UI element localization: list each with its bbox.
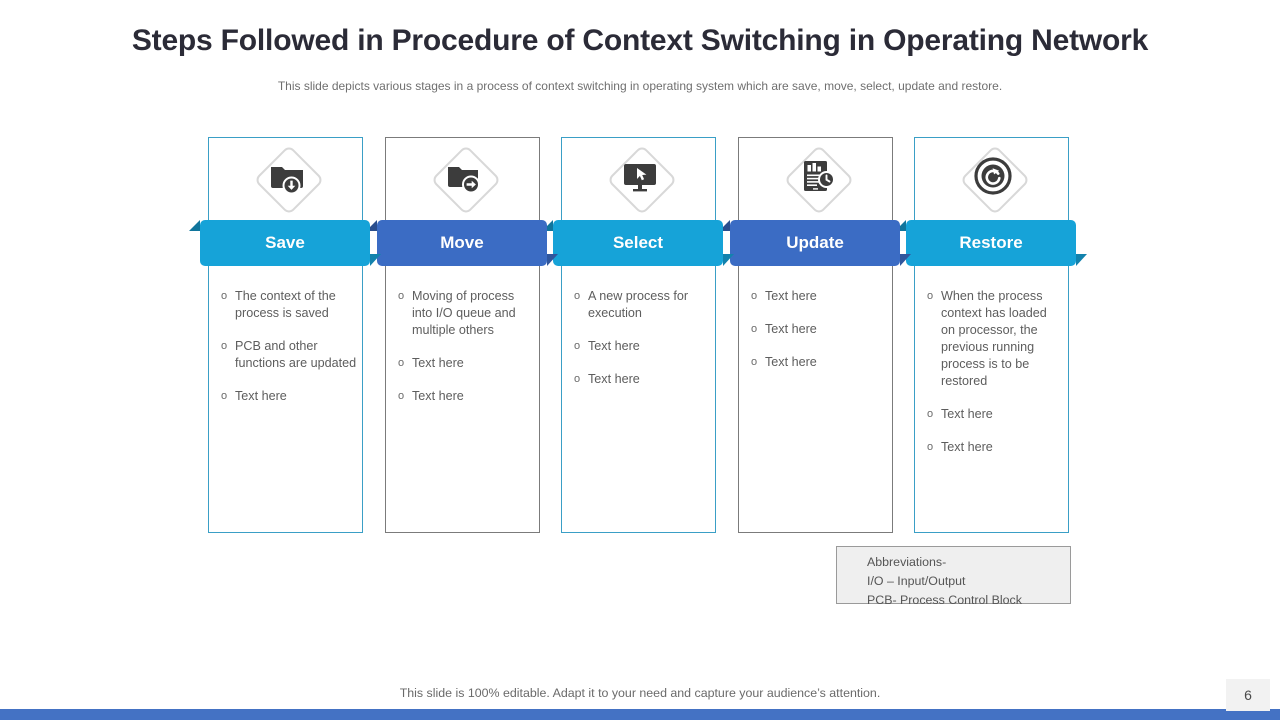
ribbon-tail-right <box>723 254 734 266</box>
bullet-item: o Moving of process into I/O queue and mu… <box>398 288 534 339</box>
bullet-marker-icon: o <box>751 323 758 335</box>
ribbon-label: Update <box>786 233 844 252</box>
diamond-frame <box>258 149 316 207</box>
bullet-item: o Text here <box>574 338 710 355</box>
ribbon-label: Select <box>612 233 664 252</box>
bullet-marker-icon: o <box>221 340 228 352</box>
bullet-text: Text here <box>588 339 640 353</box>
bullet-text: Text here <box>588 372 640 386</box>
bullet-text: Moving of process into I/O queue and mul… <box>412 289 516 337</box>
bullet-item: o Text here <box>398 388 534 405</box>
bullet-item: o Text here <box>574 371 710 388</box>
step-icon-area <box>386 138 541 218</box>
bullet-marker-icon: o <box>927 408 934 420</box>
ribbon-label: Move <box>440 233 484 252</box>
step-icon-area <box>739 138 894 218</box>
ribbon-label: Restore <box>959 233 1023 252</box>
folder-download-icon <box>267 156 307 201</box>
bullet-item: o The context of the process is saved <box>221 288 357 322</box>
step-ribbon-save[interactable]: Save <box>189 220 381 266</box>
bullet-text: Text here <box>412 356 464 370</box>
folder-arrow-right-icon <box>444 156 484 201</box>
bullet-marker-icon: o <box>927 290 934 302</box>
ribbon-tail-right <box>547 254 558 266</box>
bullet-text: Text here <box>235 389 287 403</box>
ribbon-tail-right <box>1076 254 1087 266</box>
bullet-item: o Text here <box>751 288 887 305</box>
bullet-text: Text here <box>765 322 817 336</box>
abbrev-heading: Abbreviations- <box>867 555 947 569</box>
abbrev-line-pcb: PCB- Process Control Block <box>867 593 1022 607</box>
ribbon-fold-left <box>719 220 730 231</box>
bullet-marker-icon: o <box>751 356 758 368</box>
step-ribbon-restore[interactable]: Restore <box>895 220 1087 266</box>
bullet-item: o When the process context has loaded on … <box>927 288 1063 390</box>
ribbon-fold-left <box>189 220 200 231</box>
step-ribbon-move[interactable]: Move <box>366 220 558 266</box>
bullet-text: The context of the process is saved <box>235 289 336 320</box>
bullet-marker-icon: o <box>398 357 405 369</box>
ribbon-fold-left <box>366 220 377 231</box>
bullet-item: o Text here <box>927 406 1063 423</box>
abbreviations-box: Abbreviations- I/O – Input/Output PCB- P… <box>836 546 1071 607</box>
step-bullet-list: o When the process context has loaded on … <box>927 288 1063 472</box>
bullet-item: o Text here <box>927 439 1063 456</box>
bullet-text: Text here <box>412 389 464 403</box>
bullet-marker-icon: o <box>574 340 581 352</box>
step-icon-area <box>915 138 1070 218</box>
bullet-text: Text here <box>941 440 993 454</box>
bullet-marker-icon: o <box>398 390 405 402</box>
bullet-text: When the process context has loaded on p… <box>941 289 1047 388</box>
ribbon-tail-right <box>370 254 381 266</box>
ribbon-label: Save <box>265 233 305 252</box>
page-subtitle: This slide depicts various stages in a p… <box>277 79 1003 93</box>
bullet-item: o PCB and other functions are updated <box>221 338 357 372</box>
ribbon-tail-right <box>900 254 911 266</box>
step-ribbon-select[interactable]: Select <box>542 220 734 266</box>
bullet-item: o Text here <box>221 388 357 405</box>
bullet-marker-icon: o <box>574 373 581 385</box>
footer-bar <box>0 709 1280 720</box>
ribbon-fold-left <box>895 220 906 231</box>
abbrev-line-io: I/O – Input/Output <box>867 574 966 588</box>
bullet-marker-icon: o <box>221 290 228 302</box>
step-icon-area <box>562 138 717 218</box>
diamond-frame <box>788 149 846 207</box>
bullet-marker-icon: o <box>221 390 228 402</box>
bullet-marker-icon: o <box>927 441 934 453</box>
diamond-frame <box>611 149 669 207</box>
bullet-item: o Text here <box>751 354 887 371</box>
bullet-item: o Text here <box>751 321 887 338</box>
monitor-cursor-icon <box>620 156 660 201</box>
diamond-frame <box>435 149 493 207</box>
bullet-text: PCB and other functions are updated <box>235 339 357 370</box>
step-ribbon-update[interactable]: Update <box>719 220 911 266</box>
bullet-text: Text here <box>765 355 817 369</box>
step-icon-area <box>209 138 364 218</box>
restore-circle-icon <box>973 156 1013 201</box>
report-clock-icon <box>797 156 837 201</box>
bullet-text: A new process for execution <box>588 289 689 320</box>
step-card[interactable]: o When the process context has loaded on … <box>914 137 1069 533</box>
bullet-marker-icon: o <box>398 290 405 302</box>
step-card[interactable]: o Moving of process into I/O queue and mu… <box>385 137 540 533</box>
step-bullet-list: o Moving of process into I/O queue and mu… <box>398 288 534 421</box>
diamond-frame <box>964 149 1022 207</box>
bullet-item: o Text here <box>398 355 534 372</box>
bullet-text: Text here <box>941 407 993 421</box>
footer-note: This slide is 100% editable. Adapt it to… <box>399 686 881 700</box>
bullet-text: Text here <box>765 289 817 303</box>
bullet-marker-icon: o <box>751 290 758 302</box>
ribbon-fold-left <box>542 220 553 231</box>
page-title: Steps Followed in Procedure of Context S… <box>131 24 1149 57</box>
bullet-marker-icon: o <box>574 290 581 302</box>
bullet-item: o A new process for execution <box>574 288 710 322</box>
page-number: 6 <box>1226 679 1270 711</box>
